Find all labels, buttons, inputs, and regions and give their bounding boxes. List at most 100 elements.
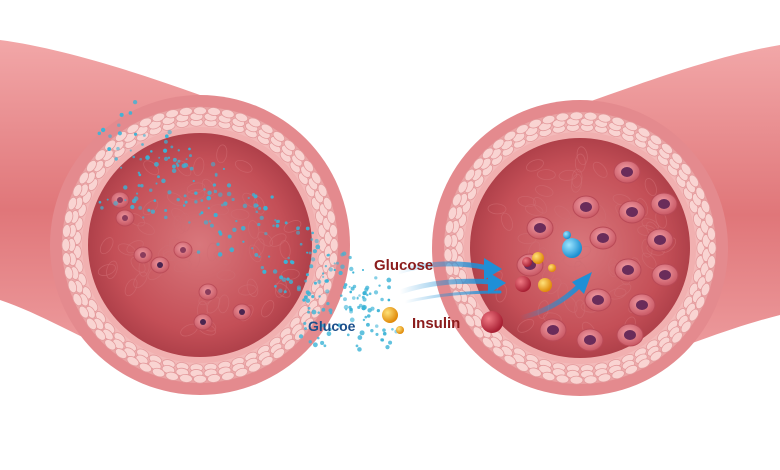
- insulin-ball-large: [382, 307, 398, 323]
- wall-cell: [452, 193, 462, 207]
- wall-cell: [700, 282, 711, 297]
- cell-nucleus: [205, 289, 211, 295]
- glucose-dot: [317, 311, 320, 314]
- wall-cell: [555, 112, 570, 122]
- glucose-dot: [117, 123, 121, 127]
- glucose-dot: [284, 221, 288, 225]
- wall-cell: [126, 123, 140, 134]
- wall-cell: [447, 206, 458, 220]
- glucose-dot: [333, 268, 336, 272]
- glucose-dot: [321, 272, 325, 275]
- glucose-dot: [311, 231, 314, 235]
- glucose-dot: [222, 167, 225, 171]
- wall-cell: [207, 373, 221, 383]
- glucose-dot: [119, 112, 124, 117]
- glucose-dot: [106, 198, 109, 201]
- red-molecule-large: [481, 311, 503, 333]
- glucose-dot: [275, 220, 279, 224]
- wall-cell: [328, 252, 338, 266]
- glucose-dot: [373, 290, 379, 295]
- wall-cell: [94, 149, 106, 162]
- glucose-dot: [167, 190, 172, 195]
- glucose-dot: [231, 197, 235, 202]
- glucose-dot: [184, 200, 188, 204]
- glucose-dot: [315, 244, 321, 250]
- glucose-dot: [140, 184, 144, 188]
- glucose-dot: [375, 332, 379, 336]
- lumen-texture: [517, 196, 537, 208]
- lumen-texture: [574, 153, 586, 173]
- glucose-dot: [289, 260, 294, 264]
- wall-cell: [624, 121, 638, 132]
- wall-cell: [179, 373, 193, 383]
- wall-cell: [515, 361, 529, 372]
- glucose-dot: [141, 143, 144, 146]
- arrow-top: [395, 261, 491, 275]
- glucose-dot: [259, 215, 264, 221]
- lumen-texture: [558, 169, 578, 181]
- wall-cell: [322, 196, 333, 211]
- glucose-dot: [258, 255, 261, 258]
- glucose-dot: [343, 285, 347, 289]
- wall-cell: [445, 220, 454, 234]
- red-molecule-2: [522, 257, 532, 267]
- glucose-dot: [257, 222, 261, 227]
- glucose-dot: [345, 308, 348, 311]
- cell-nucleus: [584, 335, 596, 345]
- lumen-texture: [536, 169, 556, 181]
- glucose-dot: [128, 111, 133, 115]
- wall-cell: [328, 224, 338, 238]
- lumen-texture: [517, 233, 537, 245]
- glucose-dot: [137, 184, 141, 187]
- glucose-dot: [366, 322, 370, 327]
- wall-cell: [637, 127, 651, 138]
- glucose-dot: [256, 204, 259, 207]
- glucose-dot: [380, 297, 384, 302]
- glucose-dot: [312, 342, 318, 348]
- wall-cell: [322, 279, 333, 294]
- glucose-dot: [303, 321, 307, 325]
- glucose-dot: [310, 257, 316, 262]
- glucose-dot: [167, 156, 171, 159]
- wall-cell: [541, 115, 556, 125]
- glucose-dot: [357, 335, 363, 340]
- glucose-dot: [208, 220, 211, 223]
- glucose-dot: [387, 285, 391, 290]
- lumen-texture: [525, 204, 544, 216]
- glucose-dot: [349, 317, 355, 323]
- wall-cell: [671, 152, 683, 165]
- wall-cell: [78, 171, 89, 185]
- wall-cell: [272, 131, 286, 142]
- glucose-dot: [382, 328, 386, 332]
- glucose-dot: [214, 172, 218, 176]
- lumen-texture: [487, 203, 507, 215]
- glucose-top-label: Glucose: [374, 257, 433, 274]
- glucose-dot: [343, 304, 349, 310]
- lumen-texture: [571, 173, 583, 193]
- glucose-dot: [370, 328, 374, 333]
- glucose-dot: [283, 259, 288, 265]
- lumen-texture: [269, 233, 287, 247]
- cell-nucleus: [636, 300, 648, 310]
- glucose-dot: [270, 195, 274, 199]
- cell-nucleus: [547, 325, 559, 335]
- glucose-dot: [164, 134, 169, 139]
- glucose-dot: [113, 201, 118, 206]
- glucose-dot: [308, 340, 312, 344]
- wall-cell: [260, 123, 274, 134]
- wall-cell: [492, 138, 505, 150]
- glucose-dot: [339, 294, 343, 297]
- glucose-dot: [309, 264, 314, 269]
- glucose-dot: [167, 130, 172, 135]
- wall-cell: [311, 171, 322, 185]
- wall-cell: [62, 224, 72, 238]
- lumen-texture: [186, 189, 206, 201]
- cell-nucleus: [580, 202, 592, 212]
- lumen-texture: [173, 215, 186, 234]
- lumen-texture: [230, 208, 250, 220]
- wall-cell: [597, 373, 612, 383]
- glucose-dot: [310, 238, 314, 241]
- glucose-dot: [272, 269, 278, 274]
- glucose-dot: [308, 251, 312, 255]
- glucose-dot: [374, 276, 378, 280]
